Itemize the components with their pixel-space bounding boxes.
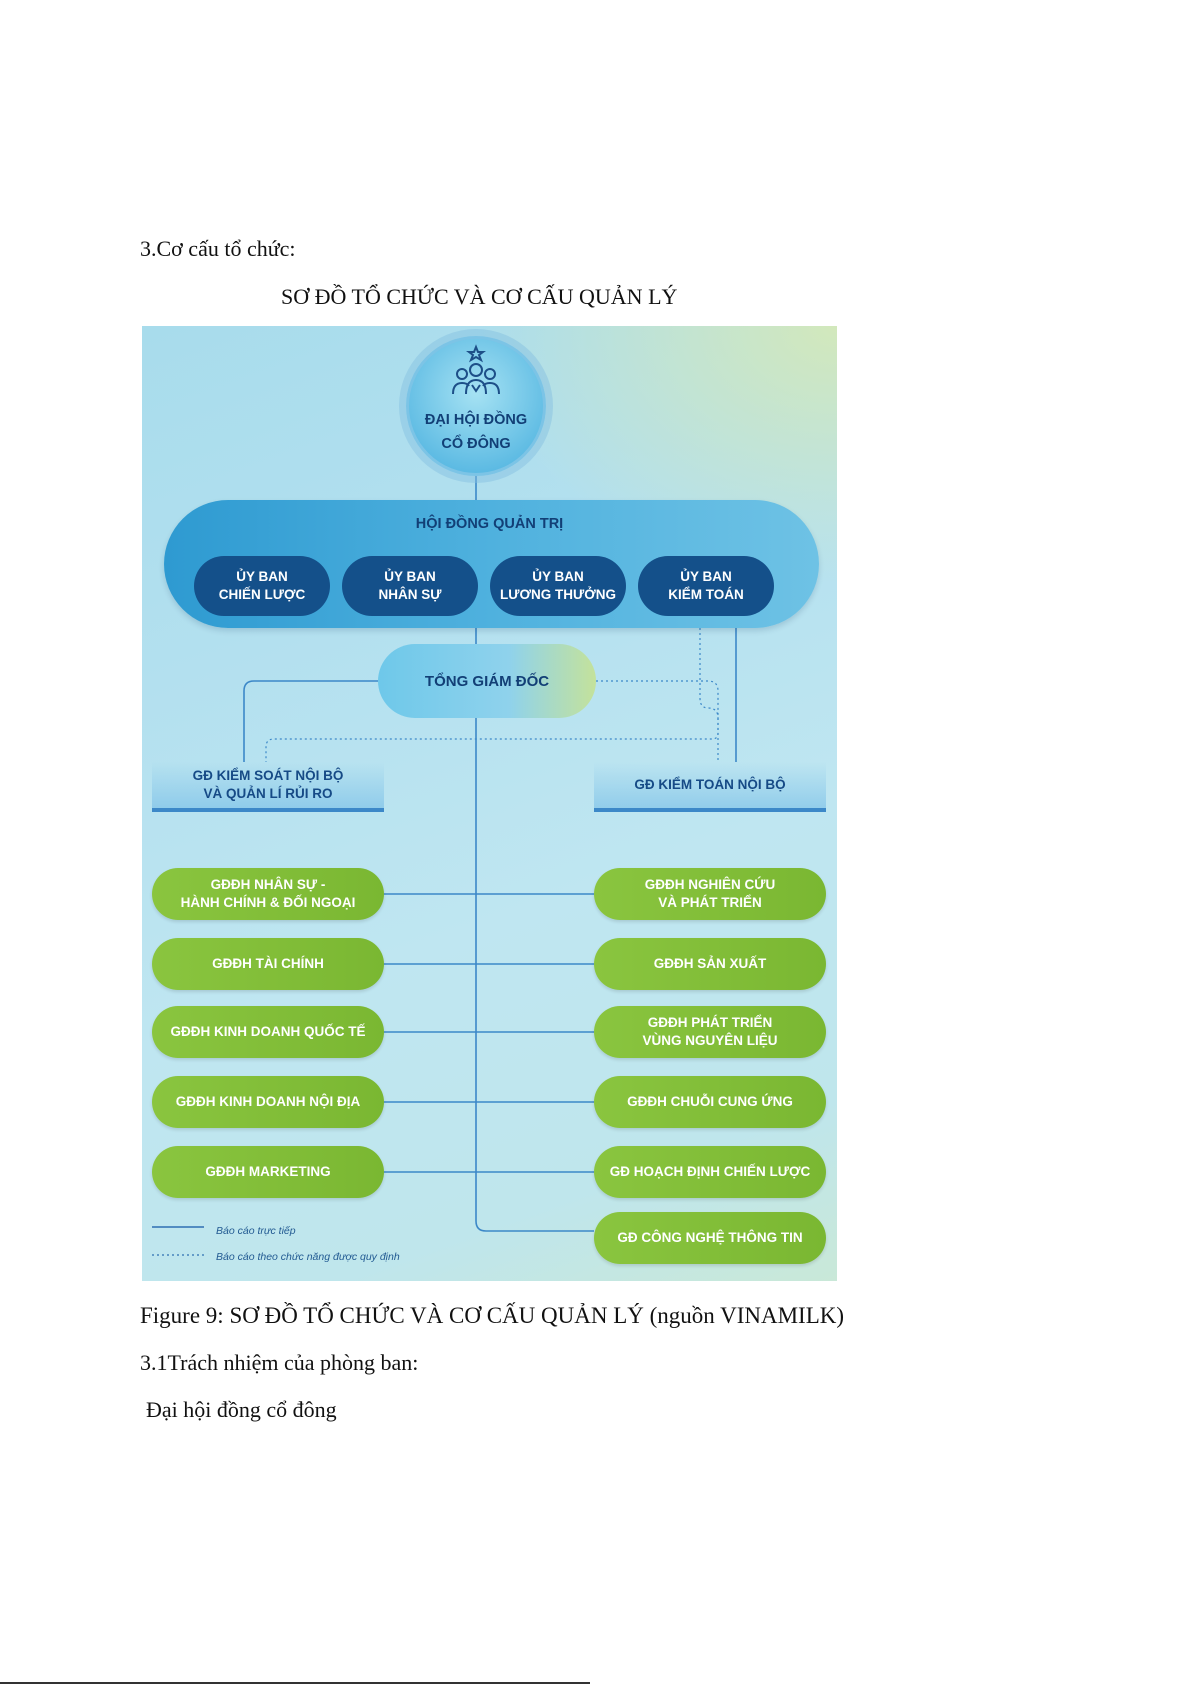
left-director-node: GĐĐH NHÂN SỰ - HÀNH CHÍNH & ĐỐI NGOẠI xyxy=(152,868,384,920)
legend-solid-label: Báo cáo trực tiếp xyxy=(216,1225,296,1237)
ceo-node: TỔNG GIÁM ĐỐC xyxy=(378,644,596,718)
left-director-node: GĐĐH MARKETING xyxy=(152,1146,384,1198)
paragraph: Đại hội đồng cổ đông xyxy=(146,1397,337,1422)
internal-audit-node: GĐ KIỂM TOÁN NỘI BỘ xyxy=(594,762,826,812)
committee-strategy: ỦY BAN CHIẾN LƯỢC xyxy=(194,556,330,616)
left-director-node: GĐĐH KINH DOANH QUỐC TẾ xyxy=(152,1006,384,1058)
internal-control-risk-node: GĐ KIỂM SOÁT NỘI BỘ VÀ QUẢN LÍ RỦI RO xyxy=(152,762,384,812)
right-director-node: GĐ HOẠCH ĐỊNH CHIẾN LƯỢC xyxy=(594,1146,826,1198)
legend-dotted-label: Báo cáo theo chức năng được quy định xyxy=(216,1251,400,1263)
shareholders-label: ĐẠI HỘI ĐỒNG CỔ ĐÔNG xyxy=(424,412,528,452)
right-director-node: GĐĐH SẢN XUẤT xyxy=(594,938,826,990)
right-director-node: GĐ CÔNG NGHỆ THÔNG TIN xyxy=(594,1212,826,1264)
shareholders-people-icon xyxy=(452,344,500,395)
committee-personnel: ỦY BAN NHÂN SỰ xyxy=(342,556,478,616)
page-footer-rule xyxy=(0,1682,590,1684)
right-director-node: GĐĐH CHUỖI CUNG ỨNG xyxy=(594,1076,826,1128)
right-director-node: GĐĐH NGHIÊN CỨU VÀ PHÁT TRIỂN xyxy=(594,868,826,920)
left-director-node: GĐĐH TÀI CHÍNH xyxy=(152,938,384,990)
board-of-directors-title: HỘI ĐỒNG QUẢN TRỊ xyxy=(415,516,564,532)
figure-caption: Figure 9: SƠ ĐỒ TỔ CHỨC VÀ CƠ CẤU QUẢN L… xyxy=(140,1303,845,1328)
org-chart-figure: ĐẠI HỘI ĐỒNG CỔ ĐÔNG HỘI ĐỒNG QUẢN TRỊ Ủ… xyxy=(142,326,837,1281)
section-heading: 3.Cơ cấu tổ chức: xyxy=(140,236,296,261)
left-director-node: GĐĐH KINH DOANH NỘI ĐỊA xyxy=(152,1076,384,1128)
chart-title: SƠ ĐỒ TỔ CHỨC VÀ CƠ CẤU QUẢN LÝ xyxy=(281,284,678,309)
shareholders-circle xyxy=(406,336,546,476)
subsection-heading: 3.1Trách nhiệm của phòng ban: xyxy=(140,1350,419,1375)
right-director-node: GĐĐH PHÁT TRIỂN VÙNG NGUYÊN LIỆU xyxy=(594,1006,826,1058)
committee-remuneration: ỦY BAN LƯƠNG THƯỞNG xyxy=(490,556,626,616)
committee-audit: ỦY BAN KIỂM TOÁN xyxy=(638,556,774,616)
